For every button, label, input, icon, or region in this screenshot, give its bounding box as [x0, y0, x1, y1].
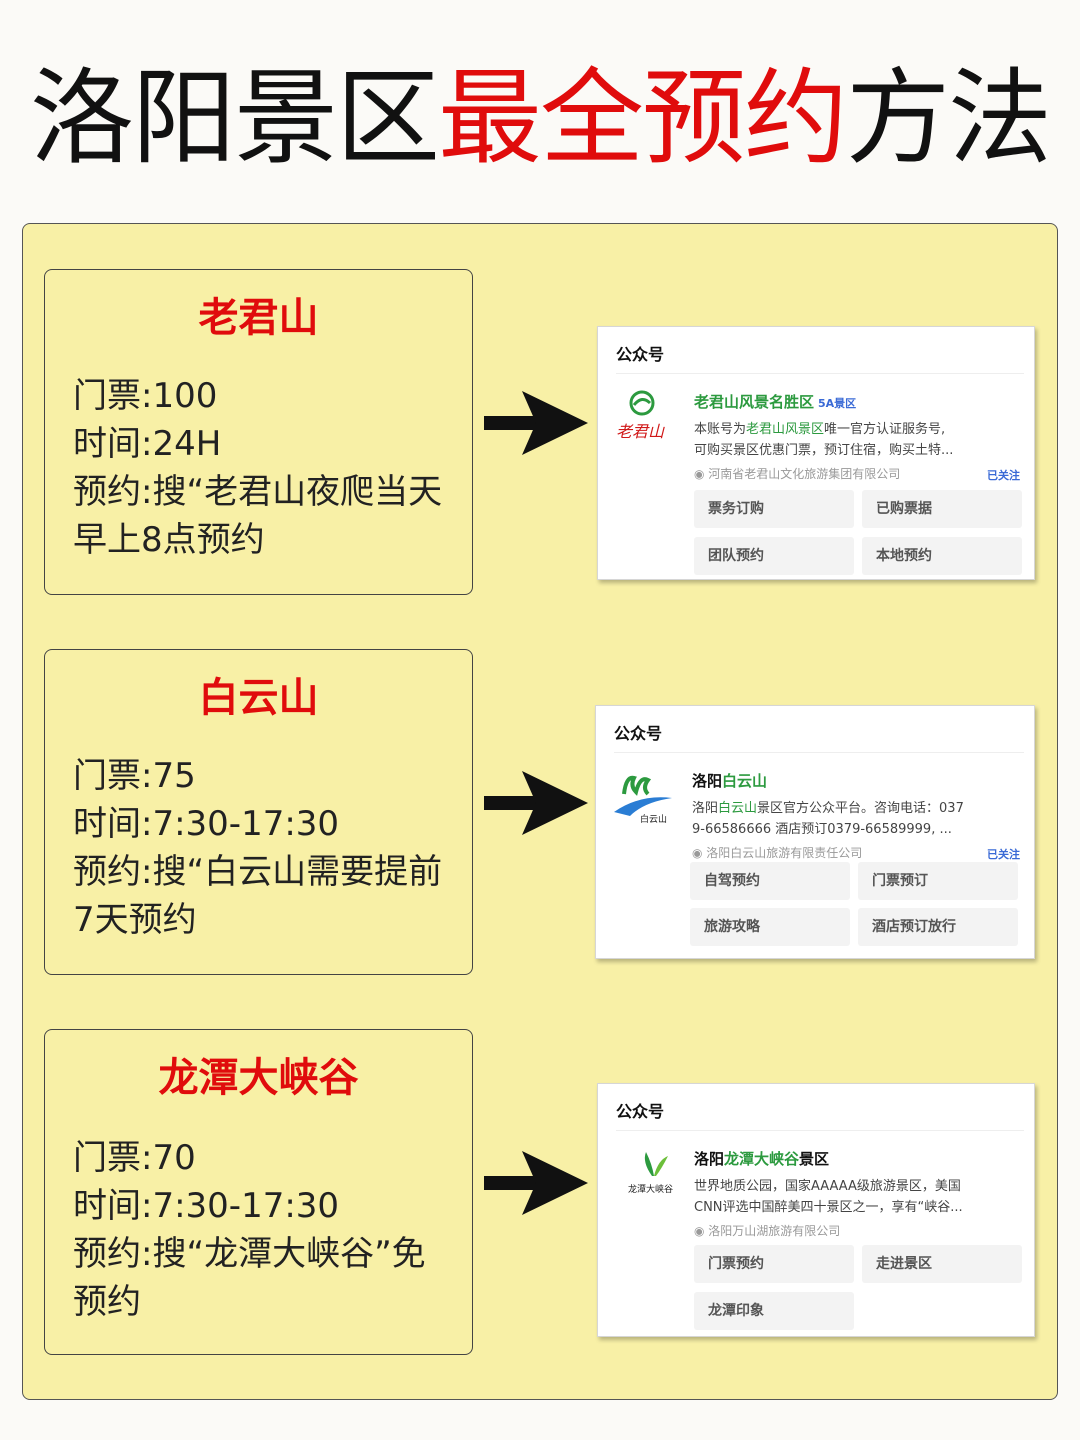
booking-line-cont: 早上8点预约 — [73, 520, 265, 560]
logo-text: 白云山 — [640, 813, 667, 825]
baiyunshan-logo: 白云山 — [614, 775, 672, 825]
verified-icon: ◉ — [694, 1224, 709, 1238]
spot-card-longtan: 龙潭大峡谷 门票:70 时间:7:30-17:30 预约:搜“龙潭大峡谷”免 预… — [44, 1029, 473, 1355]
account-name[interactable]: 洛阳龙潭大峡谷景区 — [694, 1150, 830, 1168]
time-line: 时间:7:30-17:30 — [73, 804, 340, 844]
card-header: 公众号 — [616, 345, 665, 364]
account-name[interactable]: 洛阳白云山 — [692, 772, 768, 790]
wechat-account-card[interactable]: 公众号 龙潭大峡谷 洛阳龙潭大峡谷景区 世界地质公园，国家AAAAA级旅游景区，… — [597, 1083, 1035, 1337]
right-arrow-icon — [484, 771, 588, 835]
menu-button[interactable]: 本地预约 — [862, 537, 1022, 575]
spot-name: 老君山 — [198, 295, 319, 341]
divider — [616, 1130, 1024, 1131]
ticket-line: 门票:75 — [73, 756, 196, 796]
booking-line: 预约:搜“龙潭大峡谷”免 — [73, 1234, 426, 1274]
logo-text: 老君山 — [616, 422, 665, 441]
menu-button[interactable]: 旅游攻略 — [690, 908, 850, 946]
verified-company: ◉ 洛阳万山湖旅游有限公司 — [694, 1224, 841, 1238]
card-header: 公众号 — [616, 1102, 665, 1121]
menu-button[interactable]: 走进景区 — [862, 1245, 1022, 1283]
spot-details: 门票:75 时间:7:30-17:30 预约:搜“白云山需要提前 7天预约 — [73, 752, 453, 944]
booking-line-cont: 预约 — [73, 1282, 141, 1322]
follow-status[interactable]: 已关注 — [987, 469, 1020, 482]
account-description: 世界地质公园，国家AAAAA级旅游景区，美国 CNN评选中国醉美四十景区之一，享… — [694, 1179, 963, 1215]
right-arrow-icon — [484, 1151, 588, 1215]
menu-button[interactable]: 门票预订 — [858, 862, 1018, 900]
account-description: 本账号为老君山风景区唯一官方认证服务号, 可购买景区优惠门票，预订住宿，购买土特… — [694, 422, 954, 458]
logo-text: 龙潭大峡谷 — [628, 1183, 673, 1195]
ticket-line: 门票:100 — [73, 376, 218, 416]
longtan-logo: 龙潭大峡谷 — [628, 1152, 673, 1195]
verified-company: ◉ 河南省老君山文化旅游集团有限公司 — [694, 467, 901, 481]
spot-name: 白云山 — [198, 675, 319, 721]
laojunshan-logo: 老君山 — [616, 390, 665, 441]
title-tail: 方法 — [846, 57, 1052, 179]
ticket-line: 门票:70 — [73, 1138, 196, 1178]
time-line: 时间:24H — [73, 424, 222, 464]
menu-button[interactable]: 酒店预订放行 — [858, 908, 1018, 946]
divider — [616, 373, 1024, 374]
verified-icon: ◉ — [692, 846, 707, 860]
spot-details: 门票:100 时间:24H 预约:搜“老君山夜爬当天 早上8点预约 — [73, 372, 453, 564]
title-black: 洛阳景区 — [29, 57, 440, 179]
page-title: 洛阳景区最全预约方法 — [0, 58, 1080, 178]
verified-company: ◉ 洛阳白云山旅游有限责任公司 — [692, 846, 863, 860]
account-description: 洛阳白云山景区官方公众平台。咨询电话：037 9-66586666 酒店预订03… — [692, 801, 964, 837]
menu-button[interactable]: 已购票据 — [862, 490, 1022, 528]
booking-line-cont: 7天预约 — [73, 900, 197, 940]
spot-card-laojunshan: 老君山 门票:100 时间:24H 预约:搜“老君山夜爬当天 早上8点预约 — [44, 269, 473, 595]
card-header: 公众号 — [614, 724, 663, 743]
time-line: 时间:7:30-17:30 — [73, 1186, 340, 1226]
booking-line: 预约:搜“老君山夜爬当天 — [73, 472, 443, 512]
verified-icon: ◉ — [694, 467, 709, 481]
spot-card-baiyunshan: 白云山 门票:75 时间:7:30-17:30 预约:搜“白云山需要提前 7天预… — [44, 649, 473, 975]
menu-button[interactable]: 龙潭印象 — [694, 1292, 854, 1330]
menu-button[interactable]: 门票预约 — [694, 1245, 854, 1283]
level-badge: 5A景区 — [818, 397, 857, 410]
divider — [614, 752, 1024, 753]
menu-button[interactable]: 票务订购 — [694, 490, 854, 528]
wechat-account-card[interactable]: 公众号 白云山 洛阳白云山 洛阳白云山景区官方公众平台。咨询电话：037 9-6… — [595, 705, 1035, 959]
booking-line: 预约:搜“白云山需要提前 — [73, 852, 443, 892]
spot-name: 龙潭大峡谷 — [158, 1055, 359, 1101]
title-red: 最全预约 — [437, 57, 848, 179]
menu-button[interactable]: 自驾预约 — [690, 862, 850, 900]
right-arrow-icon — [484, 391, 588, 455]
menu-button[interactable]: 团队预约 — [694, 537, 854, 575]
follow-status[interactable]: 已关注 — [987, 848, 1020, 861]
spot-details: 门票:70 时间:7:30-17:30 预约:搜“龙潭大峡谷”免 预约 — [73, 1134, 453, 1326]
